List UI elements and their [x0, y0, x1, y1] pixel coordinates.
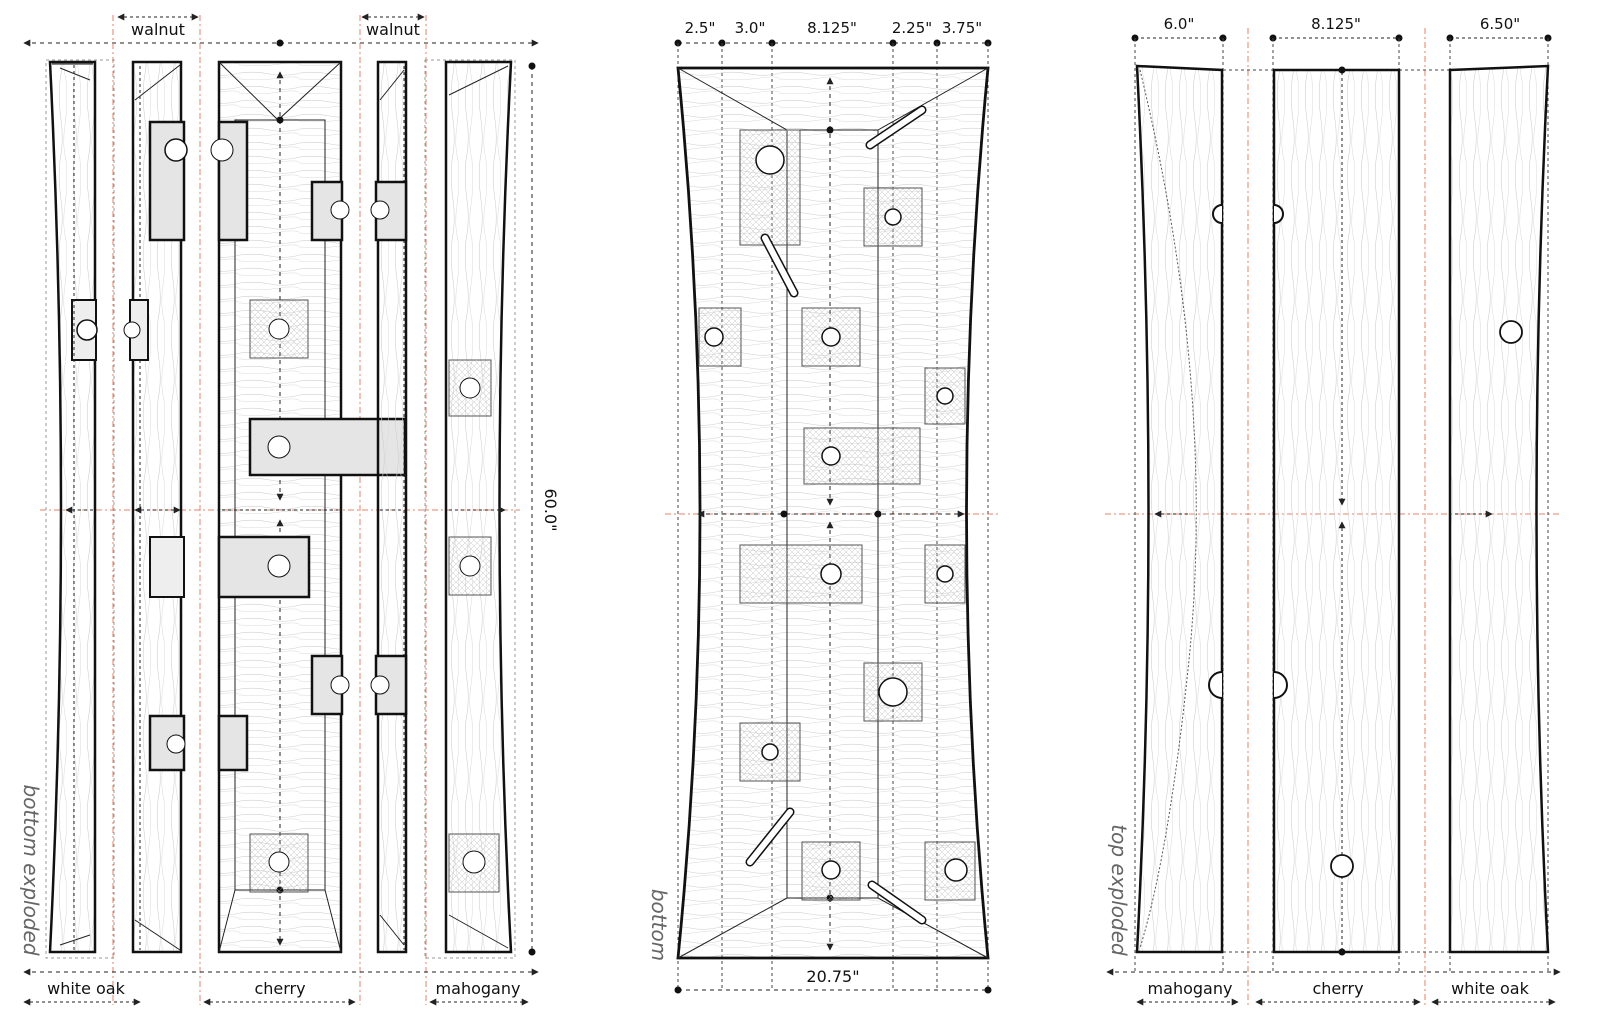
- white-oak-label-left: white oak: [47, 979, 125, 998]
- dim-6-0: 6.0": [1164, 15, 1195, 33]
- walnut-strip-1: [123, 60, 188, 954]
- top-exploded-label: top exploded: [1107, 824, 1131, 956]
- cherry-label-left: cherry: [254, 979, 305, 998]
- walnut-strip-2: [370, 60, 408, 954]
- dim-2-5: 2.5": [685, 19, 716, 37]
- dim-8-125: 8.125": [807, 19, 857, 37]
- left-panel: walnut walnut: [19, 13, 560, 1006]
- walnut-label-2: walnut: [366, 20, 420, 39]
- dim-3-75: 3.75": [942, 19, 982, 37]
- height-dimension: 60.0": [541, 489, 560, 532]
- white-oak-piece-right: [1448, 64, 1550, 954]
- mahogany-piece-right: [1135, 64, 1224, 954]
- walnut-label-1: walnut: [131, 20, 185, 39]
- right-panel: 6.0" 8.125" 6.50": [1105, 15, 1561, 1006]
- mahogany-piece-left: [424, 59, 516, 959]
- dim-20-75: 20.75": [806, 967, 859, 986]
- cherry-piece-right: [1272, 66, 1401, 956]
- bottom-exploded-label: bottom exploded: [19, 784, 43, 955]
- dim-2-25: 2.25": [892, 19, 932, 37]
- dim-6-50: 6.50": [1480, 15, 1520, 33]
- dim-3-0: 3.0": [735, 19, 766, 37]
- white-oak-label-right: white oak: [1451, 979, 1529, 998]
- cherry-label-right: cherry: [1312, 979, 1363, 998]
- middle-panel: 2.5" 3.0" 8.125" 2.25" 3.75": [647, 19, 1000, 994]
- cherry-center-piece-left: [210, 60, 407, 954]
- bottom-label: bottom: [647, 889, 671, 961]
- white-oak-piece-left: [45, 59, 115, 959]
- mahogany-label-right: mahogany: [1148, 979, 1233, 998]
- mahogany-label-left: mahogany: [436, 979, 521, 998]
- dim-8-125-right: 8.125": [1311, 15, 1361, 33]
